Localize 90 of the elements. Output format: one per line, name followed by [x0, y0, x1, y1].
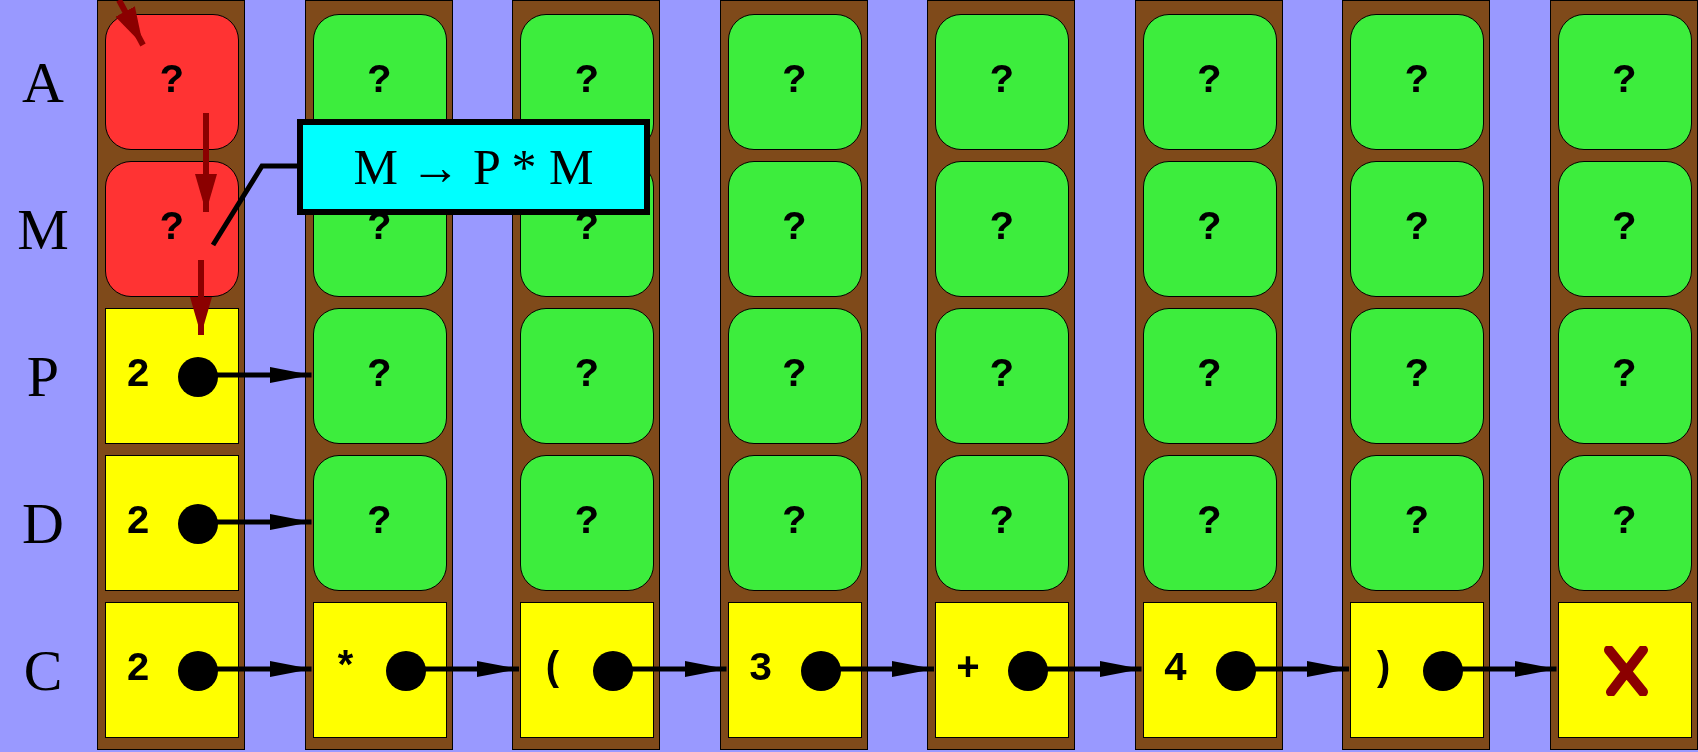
- question-mark: ?: [782, 209, 807, 249]
- question-mark: ?: [575, 62, 599, 102]
- question-mark: ?: [575, 503, 599, 543]
- question-mark: ?: [1197, 503, 1222, 543]
- question-mark: ?: [1197, 356, 1222, 396]
- row-label: D: [22, 495, 64, 553]
- question-mark: ?: [1612, 62, 1637, 102]
- question-mark: ?: [367, 356, 392, 396]
- question-mark: ?: [990, 209, 1014, 249]
- question-mark: ?: [367, 503, 392, 543]
- unknown-cell: [1557, 455, 1692, 591]
- column-band: [1134, 0, 1283, 750]
- token-text: (: [541, 650, 565, 690]
- arrow: [195, 113, 217, 212]
- question-mark: ?: [782, 356, 807, 396]
- unknown-cell: [1557, 14, 1692, 150]
- column-band: [719, 0, 868, 750]
- token-text: 3: [748, 650, 773, 690]
- leader-line: [210, 163, 297, 247]
- arrow: [115, 0, 146, 47]
- token-cell: [1142, 602, 1277, 738]
- token-cell: [520, 602, 654, 738]
- question-mark: ?: [367, 62, 392, 102]
- question-mark: ?: [1405, 356, 1429, 396]
- question-mark: ?: [1612, 209, 1637, 249]
- column-band: [927, 0, 1075, 750]
- question-mark: ?: [990, 356, 1014, 396]
- unknown-cell: [727, 455, 862, 591]
- column-band: [1549, 0, 1698, 750]
- unknown-cell: [520, 308, 654, 444]
- token-cell: [105, 308, 239, 444]
- unknown-cell: [1142, 14, 1277, 150]
- unknown-cell: [935, 455, 1069, 591]
- question-mark: ?: [990, 503, 1014, 543]
- unknown-cell: [1557, 161, 1692, 297]
- token-cell: [105, 602, 239, 738]
- token-text: 2: [126, 650, 150, 690]
- token-text: 2: [126, 503, 150, 543]
- question-mark: ?: [160, 209, 184, 249]
- token-cell: [1557, 602, 1692, 738]
- token-text: 4: [1163, 650, 1188, 690]
- row-label: P: [26, 348, 60, 406]
- unknown-cell: [727, 14, 862, 150]
- unknown-cell: [1350, 455, 1484, 591]
- unknown-cell: [1350, 14, 1484, 150]
- unknown-cell: [1557, 308, 1692, 444]
- question-mark: ?: [575, 356, 599, 396]
- token-text: *: [333, 650, 358, 690]
- question-mark: ?: [1405, 62, 1429, 102]
- token-cell: [312, 602, 447, 738]
- token-text: ): [1371, 650, 1395, 690]
- token-cell: [105, 455, 239, 591]
- arrow: [190, 260, 212, 335]
- unknown-cell: [935, 14, 1069, 150]
- unknown-cell: [1350, 308, 1484, 444]
- token-cell: [727, 602, 862, 738]
- question-mark: ?: [1612, 356, 1637, 396]
- unknown-cell: [312, 308, 447, 444]
- unknown-cell: [520, 455, 654, 591]
- unknown-cell: [727, 308, 862, 444]
- row-label: M: [17, 201, 69, 259]
- row-label: C: [23, 642, 63, 700]
- unknown-cell: [935, 308, 1069, 444]
- column-band: [1342, 0, 1490, 750]
- unknown-cell: [727, 161, 862, 297]
- column-band: [97, 0, 245, 750]
- row-label: A: [22, 54, 64, 112]
- question-mark: ?: [1405, 503, 1429, 543]
- token-cell: [1350, 602, 1484, 738]
- rule-tooltip: [297, 119, 650, 215]
- unknown-cell: [1142, 308, 1277, 444]
- question-mark: ?: [782, 62, 807, 102]
- unknown-cell: [312, 455, 447, 591]
- question-mark: ?: [990, 62, 1014, 102]
- question-mark: ?: [1405, 209, 1429, 249]
- unknown-cell: [1142, 161, 1277, 297]
- question-mark: ?: [1197, 62, 1222, 102]
- question-mark: ?: [1197, 209, 1222, 249]
- token-text: 2: [126, 356, 150, 396]
- unknown-cell: [105, 161, 239, 297]
- token-text: +: [956, 650, 980, 690]
- unknown-cell: [1350, 161, 1484, 297]
- token-cell: [935, 602, 1069, 738]
- unknown-cell: [1142, 455, 1277, 591]
- question-mark: ?: [160, 62, 184, 102]
- unknown-cell: [105, 14, 239, 150]
- question-mark: ?: [782, 503, 807, 543]
- unknown-cell: [935, 161, 1069, 297]
- question-mark: ?: [1612, 503, 1637, 543]
- rule-text: M → P * M: [353, 142, 594, 192]
